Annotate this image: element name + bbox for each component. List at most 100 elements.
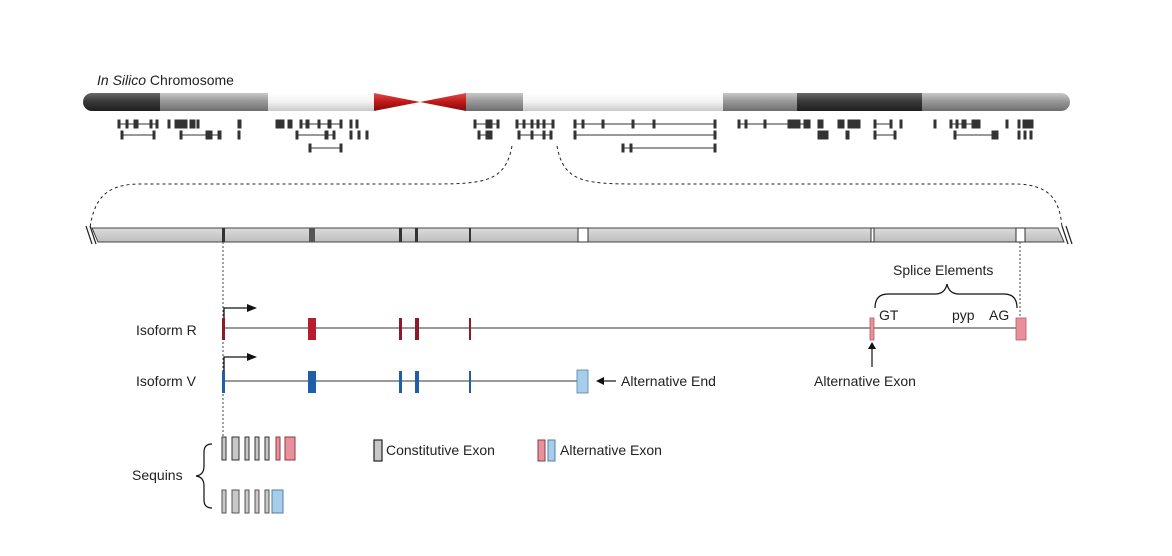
gene-exon — [217, 130, 222, 140]
alternative-exon-label: Alternative Exon — [814, 373, 916, 389]
gene-exon — [120, 130, 124, 140]
gt-label: GT — [879, 307, 899, 323]
gene-exon — [845, 130, 850, 140]
gene-exon — [196, 119, 200, 129]
pyp-label: pyp — [952, 307, 975, 323]
band-q3 — [723, 93, 797, 111]
centromere-left — [374, 93, 420, 111]
sequin-v-exon — [221, 489, 227, 514]
break-mark-left — [85, 225, 93, 245]
gene-exon — [515, 119, 519, 129]
gene-exon — [530, 130, 534, 140]
break-mark-left — [89, 225, 97, 245]
gene-exon — [237, 119, 242, 129]
band-q4 — [797, 93, 922, 111]
gene-exon — [713, 119, 717, 129]
gene-exon — [873, 119, 877, 129]
isoform-r-exon — [415, 318, 419, 340]
gene-exon — [485, 130, 493, 140]
legend-alt-swatch-red — [537, 439, 546, 462]
gene-exon — [179, 130, 183, 140]
locus-exon — [469, 228, 471, 242]
gene-exon — [763, 119, 767, 129]
gene-exon — [549, 130, 553, 140]
gene-exon — [949, 119, 953, 129]
gene-exon — [787, 119, 801, 129]
isoform-v-exon — [399, 371, 402, 393]
zoom-connector-left — [89, 145, 513, 229]
gene-exon — [496, 119, 500, 129]
isoform-v-exon — [415, 371, 419, 393]
gene-exon — [629, 143, 633, 153]
sequin-r-alt-exon — [284, 436, 296, 461]
legend-alternative-label: Alternative Exon — [560, 442, 662, 458]
isoform-r: Isoform R — [136, 304, 1027, 341]
gene-exon — [1005, 119, 1009, 129]
splice-elements-label: Splice Elements — [893, 262, 993, 278]
gene-exon — [125, 119, 129, 129]
gene-exon — [349, 119, 353, 129]
gene-exon — [737, 119, 741, 129]
chromosome-ideogram — [83, 93, 1070, 111]
gene-exon — [847, 119, 861, 129]
gene-exon — [517, 130, 521, 140]
sequins-label: Sequins — [132, 467, 183, 483]
gene-exon — [305, 119, 310, 129]
break-mark-right — [1061, 225, 1069, 245]
gene-exon — [152, 130, 156, 140]
legend-constitutive-label: Constitutive Exon — [386, 442, 495, 458]
gene-exon — [339, 143, 343, 153]
gene-exon — [744, 119, 748, 129]
sequin-v-exon — [264, 489, 270, 514]
locus-exon-alt-end — [577, 227, 589, 243]
locus-exon — [415, 228, 418, 242]
gene-exon — [652, 119, 656, 129]
sequin-v-alt-exon — [271, 489, 284, 514]
gene-exon — [713, 130, 717, 140]
legend-alt-swatch-blue — [547, 439, 556, 462]
gene-exon — [365, 130, 369, 140]
chromosome-title: In Silico Chromosome — [97, 72, 234, 88]
locus-exon-alt — [870, 227, 875, 243]
gene-exon — [573, 119, 577, 129]
band-p2 — [268, 93, 374, 111]
sequin-v-exon — [244, 489, 250, 514]
gene-exon — [551, 119, 555, 129]
gene-exon — [573, 130, 577, 140]
sequin-r-exon — [231, 436, 240, 461]
gene-exon — [189, 119, 196, 129]
gene-exon — [324, 130, 329, 140]
gene-exon — [542, 119, 546, 129]
sequin-r-exon — [254, 436, 260, 461]
isoform-r-exon — [308, 318, 316, 340]
isoform-v-arrowhead — [247, 353, 257, 361]
gene-exon — [133, 119, 139, 129]
gene-exon — [542, 130, 546, 140]
gene-exon — [961, 119, 967, 129]
sequins-brace — [195, 443, 213, 509]
gene-exon — [581, 119, 585, 129]
alt-end-arrowhead — [596, 377, 604, 385]
isoform-r-exon — [222, 318, 225, 340]
gene-exon — [1029, 130, 1033, 140]
locus-exon — [399, 228, 402, 242]
sequin-v-exon — [254, 489, 260, 514]
isoform-r-tss-arrow — [223, 307, 248, 318]
gene-exon — [522, 119, 526, 129]
gene-exon — [295, 130, 299, 140]
band-q1 — [466, 93, 523, 111]
locus-bar — [85, 225, 1073, 245]
isoform-v-exon — [308, 371, 316, 393]
gene-exon — [355, 119, 359, 129]
isoform-r-label: Isoform R — [136, 322, 197, 338]
isoform-v-exon — [222, 371, 225, 393]
sequin-v-exon — [231, 489, 240, 514]
gene-exon — [237, 130, 241, 140]
isoform-v: Isoform V Alternative End — [136, 353, 716, 394]
locus-exon — [222, 228, 225, 242]
gene-exon — [873, 130, 877, 140]
sequin-r-exon — [221, 436, 227, 461]
gene-exon — [621, 143, 625, 153]
ag-label: AG — [989, 307, 1009, 323]
gene-exon — [349, 130, 353, 140]
